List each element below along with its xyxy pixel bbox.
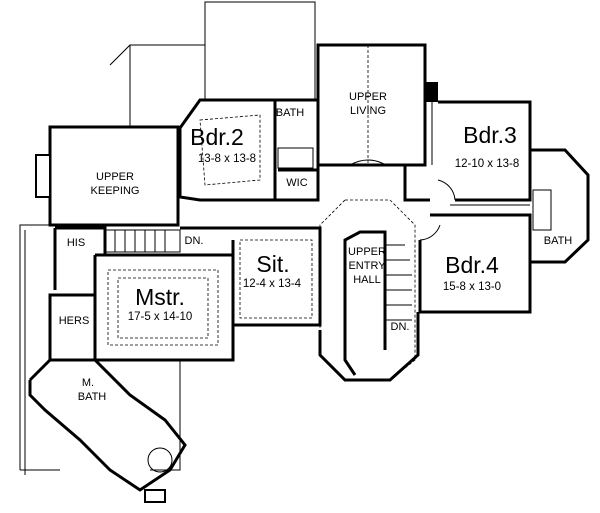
sitting-room: Sit. 12-4 x 13-4 [231, 226, 322, 327]
entry-hall-label-2: ENTRY [348, 260, 386, 272]
bdr2-size: 13-8 x 13-8 [198, 153, 256, 165]
upper-keeping-room: UPPER KEEPING [35, 125, 180, 227]
left-stair-and-his: DN. HIS [53, 226, 204, 290]
bdr4-name: Bdr.4 [445, 252, 499, 278]
entry-hall-label-3: HALL [353, 274, 381, 286]
bedroom-2: BATH Bdr.2 13-8 x 13-8 WIC [178, 98, 320, 202]
upper-keeping-label-2: KEEPING [91, 185, 140, 197]
m-bath-label-2: BATH [78, 391, 107, 403]
stair-dn-left-label: DN. [185, 235, 204, 247]
bdr3-size: 12-10 x 13-8 [455, 158, 520, 170]
wic-label: WIC [286, 177, 307, 189]
roof-outline [19, 1, 316, 475]
bedroom-4: Bdr.4 15-8 x 13-0 [418, 213, 532, 314]
hers-label: HERS [59, 315, 90, 327]
upper-living-label-2: LIVING [350, 105, 386, 117]
stair-dn-entry-label: DN. [391, 321, 410, 333]
entry-hall-label-1: UPPER [348, 246, 386, 258]
m-bath-label-1: M. [82, 377, 94, 389]
hers-closet-and-master-bath: HERS M. BATH [28, 293, 187, 503]
bdr2-name: Bdr.2 [190, 124, 244, 150]
master-bedroom: Mstr. 17-5 x 14-10 [93, 253, 235, 362]
sit-name: Sit. [256, 251, 289, 277]
left-stair-treads [114, 230, 166, 252]
mstr-size: 17-5 x 14-10 [128, 311, 193, 323]
upper-living-label-1: UPPER [349, 91, 387, 103]
bath-bdr34-label: BATH [544, 235, 573, 247]
bath-bdr3-bdr4: BATH [450, 148, 590, 264]
mstr-name: Mstr. [135, 284, 185, 310]
bedroom-3: Bdr.3 12-10 x 13-8 [403, 85, 532, 202]
hallway [180, 163, 405, 230]
sit-size: 12-4 x 13-4 [243, 278, 302, 290]
stair-treads [385, 244, 412, 321]
upper-entry-hall: UPPER ENTRY HALL DN. [318, 199, 420, 382]
his-label: HIS [67, 237, 85, 249]
upper-keeping-label-1: UPPER [96, 171, 134, 183]
bath-bdr2-label: BATH [276, 107, 305, 119]
bdr4-size: 15-8 x 13-0 [443, 281, 501, 293]
upper-living-room: UPPER LIVING [316, 43, 438, 166]
bdr3-name: Bdr.3 [463, 122, 517, 148]
